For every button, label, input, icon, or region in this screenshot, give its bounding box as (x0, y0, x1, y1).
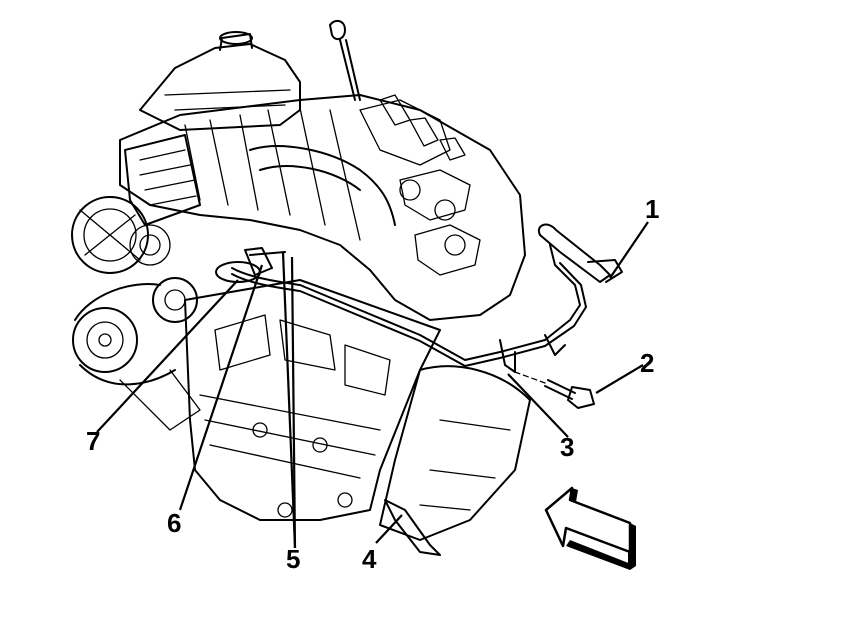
callout-7: 7 (86, 426, 100, 456)
callout-4: 4 (362, 544, 377, 574)
intake-manifold (119, 94, 526, 321)
callout-2: 2 (640, 348, 654, 378)
oil-cooler-line (231, 223, 623, 373)
engine-block (184, 279, 441, 521)
callout-5: 5 (286, 544, 300, 574)
leader-4 (375, 514, 403, 544)
accessory-drive (72, 277, 201, 431)
callout-3: 3 (560, 432, 574, 462)
callout-1: 1 (645, 194, 659, 224)
leader-5a (281, 251, 297, 549)
callout-labels: 1 2 3 4 5 6 7 (86, 194, 659, 574)
engine-assembly-illustration (71, 19, 623, 556)
leader-6 (178, 264, 264, 511)
leader-1 (609, 221, 649, 279)
callout-leaders (96, 221, 649, 549)
alternator (71, 196, 171, 274)
leader-3 (507, 373, 569, 438)
oil-dipstick (329, 19, 361, 101)
front-view-arrow-icon (544, 486, 636, 570)
bolt (514, 371, 595, 409)
callout-6: 6 (167, 508, 181, 538)
leader-2 (595, 364, 644, 394)
coil-pack (124, 134, 201, 226)
line-bracket (215, 247, 286, 283)
transmission-housing (379, 365, 531, 556)
leader-7 (96, 279, 239, 433)
coolant-reservoir (139, 31, 301, 131)
leader-5b (290, 256, 297, 549)
